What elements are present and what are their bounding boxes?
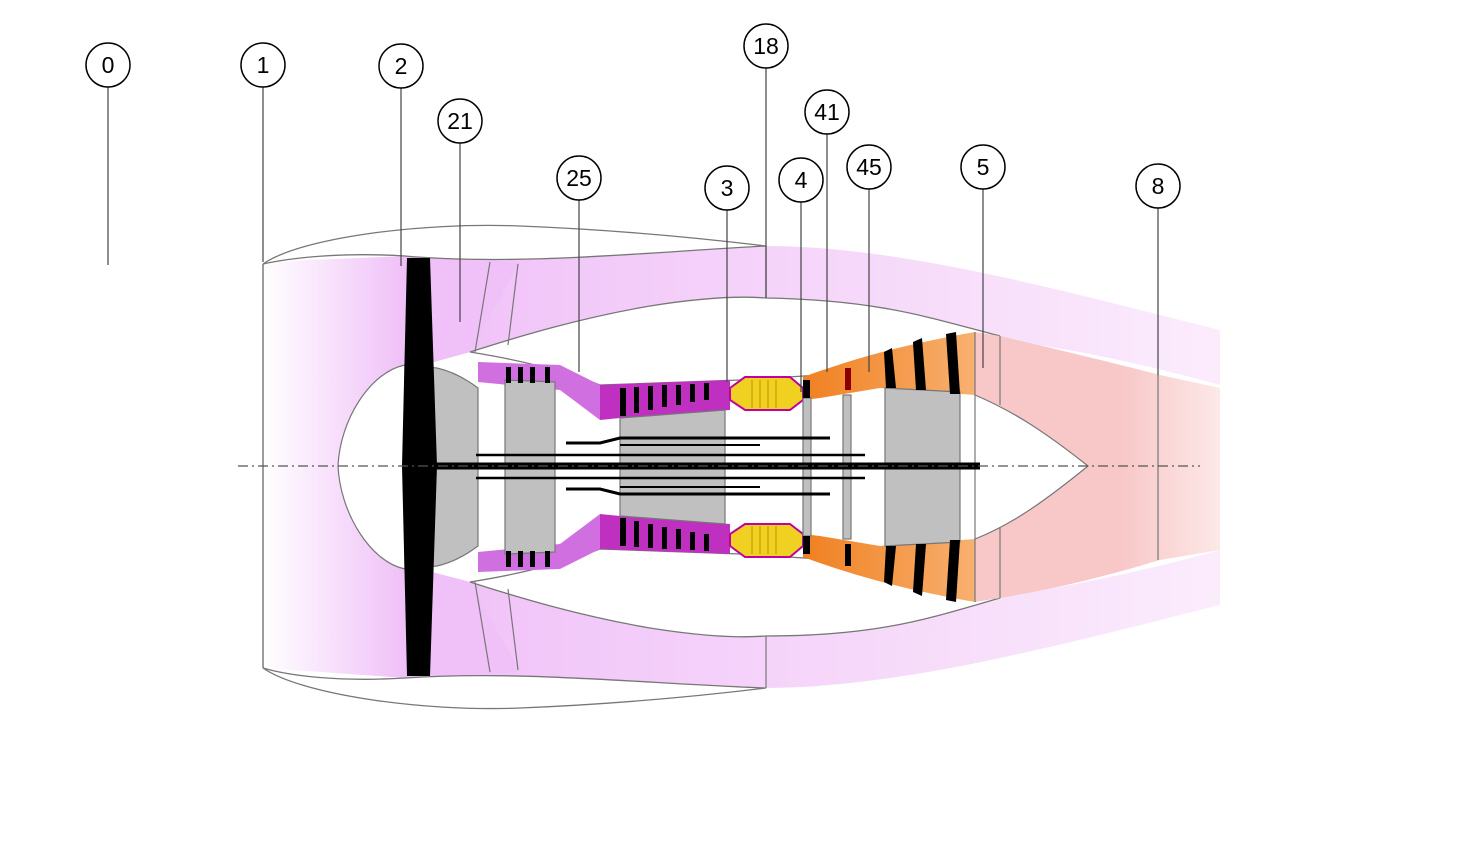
station-callout-1: 1 xyxy=(240,42,286,88)
station-label: 25 xyxy=(566,165,592,191)
station-callout-2: 2 xyxy=(378,43,424,89)
station-callout-18: 18 xyxy=(743,23,789,69)
core-cowl xyxy=(469,296,1001,638)
station-label: 8 xyxy=(1152,173,1165,199)
station-label: 41 xyxy=(814,99,840,125)
station-callout-0: 0 xyxy=(85,42,131,88)
station-label: 45 xyxy=(856,154,882,180)
station-callout-25: 25 xyxy=(556,155,602,201)
bypass-stream xyxy=(263,246,1220,688)
nacelle xyxy=(262,224,767,710)
station-label: 18 xyxy=(753,33,779,59)
station-callout-21: 21 xyxy=(437,98,483,144)
turbine-blades xyxy=(803,332,960,602)
station-callout-8: 8 xyxy=(1135,163,1181,209)
station-callout-5: 5 xyxy=(960,144,1006,190)
station-label: 3 xyxy=(721,175,734,201)
station-callout-3: 3 xyxy=(704,165,750,211)
station-label: 5 xyxy=(977,154,990,180)
station-leader-lines xyxy=(107,68,1159,392)
compressor-blades xyxy=(506,367,709,567)
station-label: 21 xyxy=(447,108,473,134)
station-label: 2 xyxy=(395,53,408,79)
fan-blade xyxy=(402,258,437,676)
station-callout-45: 45 xyxy=(846,144,892,190)
station-callout-4: 4 xyxy=(778,157,824,203)
station-label: 4 xyxy=(795,167,808,193)
station-label: 0 xyxy=(102,52,115,78)
vane-lines xyxy=(474,246,1159,688)
station-label: 1 xyxy=(257,52,270,78)
station-callout-41: 41 xyxy=(804,89,850,135)
